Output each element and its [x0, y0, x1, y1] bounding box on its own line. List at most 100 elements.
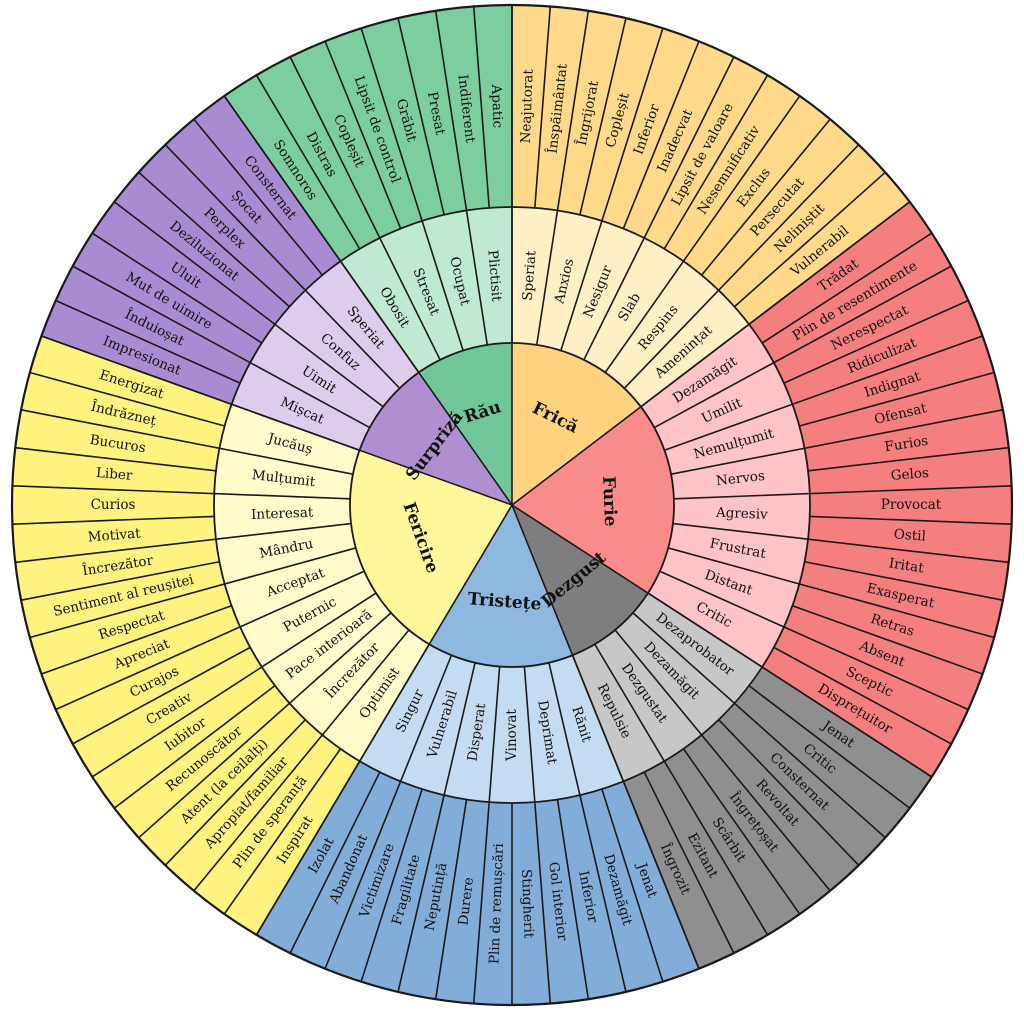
mid-divider: [12, 485, 351, 500]
outer-segment-curios: [12, 485, 215, 525]
outer-segment-increzator: [15, 539, 220, 601]
outer-segment-apropiat-familiar: [165, 719, 323, 891]
core-segment-dezgust: [512, 505, 648, 656]
outer-label-stingherit: Stingherit: [518, 869, 537, 939]
outer-divider: [29, 371, 225, 427]
mid-label-agresiv: Agresiv: [715, 505, 769, 523]
outer-segment-sceptic: [773, 626, 969, 744]
mid-divider: [653, 265, 952, 429]
outer-segment-plin-de-remuscari: [473, 802, 512, 1005]
mid-segment-frica-anxios: [536, 210, 602, 351]
outer-divider: [761, 232, 933, 344]
mid-divider: [523, 666, 552, 1004]
outer-divider: [804, 560, 1004, 601]
outer-segment-vulnerabil: [734, 172, 910, 325]
mid-segment-surpriza-speriat: [305, 261, 419, 389]
outer-label-neajutorat: Neajutorat: [518, 68, 537, 143]
outer-segment-distras: [256, 56, 380, 249]
mid-label-plictisit: Plictisit: [484, 249, 504, 302]
mid-segment-tristete-deprimat: [524, 662, 580, 803]
outer-divider: [113, 685, 276, 809]
outer-segment-liber: [12, 447, 216, 494]
outer-divider: [809, 515, 1012, 525]
mid-divider: [324, 654, 453, 970]
outer-segment-perplex: [138, 144, 306, 307]
outer-segment-critic: [734, 685, 910, 838]
outer-segment-atent-la-ceilalti: [138, 703, 306, 866]
outer-segment-victimizare: [325, 781, 423, 982]
outer-segment-scarbit: [664, 748, 800, 935]
outer-segment-jenat: [601, 781, 699, 982]
outer-segment-provocat: [809, 485, 1012, 525]
outer-label-plin-de-remuscari: Plin de remușcări: [486, 842, 507, 964]
middle-ring: [213, 206, 811, 804]
outer-segment-ostil: [808, 516, 1012, 563]
mid-segment-dezgust-dezamagit: [615, 612, 735, 735]
mid-segment-furie-frustrat: [668, 523, 809, 584]
outer-divider: [397, 17, 445, 216]
outer-segment-inferior: [557, 795, 626, 1000]
mid-segment-frica-respins: [605, 261, 719, 389]
mid-segment-tristete-vinovat: [489, 666, 535, 804]
outer-segment-revoltat: [701, 719, 859, 891]
outer-divider: [700, 118, 831, 276]
core-divider: [511, 201, 911, 506]
outer-segment-apreciat: [41, 605, 241, 710]
mid-label-interesat: Interesat: [251, 505, 314, 523]
outer-segment-inspirat: [224, 748, 360, 935]
mid-divider: [673, 485, 1012, 500]
mid-divider: [15, 522, 352, 564]
outer-divider: [434, 799, 468, 1000]
outer-segment-absent: [783, 605, 983, 710]
outer-segment-plin-de-speranta: [193, 734, 341, 914]
outer-segment-ofensat: [799, 372, 1003, 449]
mid-segment-dezgust-repulsie: [572, 644, 665, 782]
core-segment-rau: [418, 343, 512, 505]
mid-divider: [29, 547, 357, 639]
mid-divider: [360, 28, 464, 351]
mid-segment-frica-speriat: [512, 207, 558, 345]
outer-divider: [622, 40, 700, 229]
outer-segment-exclus: [683, 96, 831, 276]
mid-segment-fericire-mandru: [215, 523, 356, 584]
mid-label-vinovat: Vinovat: [504, 709, 520, 762]
mid-segment-fericire-puternic: [240, 571, 377, 667]
outer-segment-sentiment-al-reusitei: [21, 561, 225, 638]
outer-divider: [223, 748, 342, 915]
wheel-line-layer: [10, 3, 1014, 1007]
outer-label-motivat: Motivat: [87, 525, 141, 545]
mid-divider: [164, 144, 401, 389]
mid-label-nervos: Nervos: [715, 468, 766, 490]
outer-segment-nelinistit: [718, 144, 886, 307]
mid-label-multumit: Mulțumit: [251, 467, 316, 490]
core-label-furie: Furie: [598, 476, 620, 527]
outer-segment-impresionat: [41, 300, 241, 405]
outer-label-liber: Liber: [95, 465, 133, 484]
outer-segment-indiferent: [435, 6, 490, 211]
outer-segment-inadecvat: [623, 41, 734, 238]
mid-segment-fericire-pace-interioara: [261, 593, 392, 704]
core-divider: [223, 95, 513, 506]
outer-label-apatic: Apatic: [488, 83, 506, 128]
outer-divider: [783, 299, 969, 384]
outer-segment-gelos: [808, 447, 1012, 494]
outer-divider: [255, 74, 361, 250]
outer-divider: [601, 788, 664, 982]
outer-segment-socat: [165, 119, 323, 291]
mid-segment-furie-nemultumit: [664, 404, 805, 475]
outer-divider: [718, 719, 860, 866]
mid-segment-furie-umilit: [654, 362, 793, 451]
outer-segment-bucuros: [15, 409, 220, 471]
outer-segment-stingherit: [512, 802, 551, 1005]
mid-segment-furie-agresiv: [672, 493, 810, 540]
outer-segment-apatic: [473, 5, 512, 208]
outer-segment-presat: [398, 10, 467, 215]
outer-segment-persecutat: [701, 119, 859, 291]
outer-segment-ezitant: [644, 761, 768, 954]
mid-divider: [472, 666, 501, 1004]
outer-divider: [20, 560, 220, 601]
mid-divider: [72, 265, 371, 429]
outer-segment-curajos: [55, 626, 251, 744]
mid-divider: [113, 201, 384, 408]
mid-segment-frica-slab: [583, 237, 684, 373]
